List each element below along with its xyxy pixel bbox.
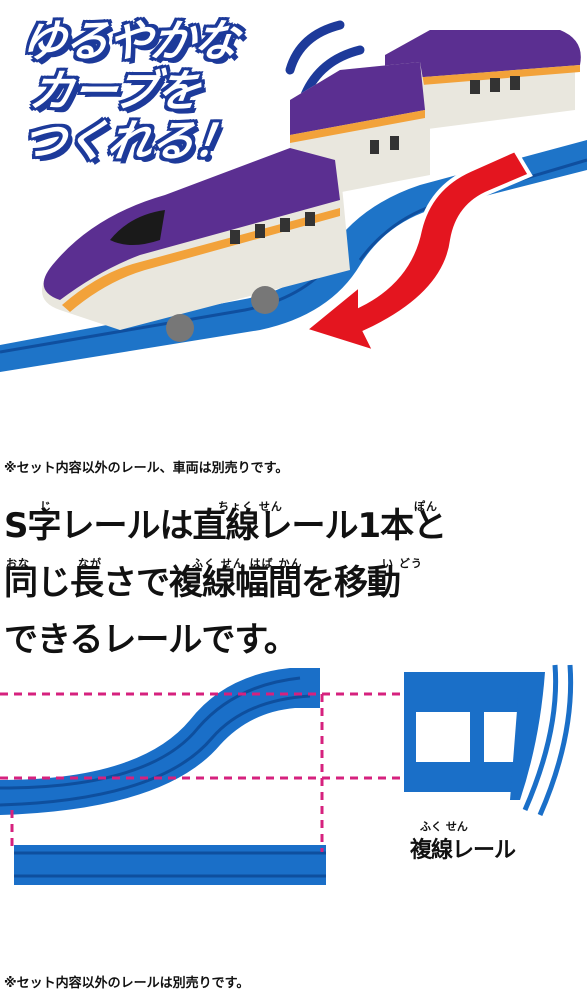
- ruby-naga: なが: [78, 557, 102, 570]
- description-text-1: S字レールは直線レール1本と: [4, 506, 447, 546]
- description-text-2: 同じ長さで複線幅間を移動: [4, 563, 401, 603]
- double-rail-label: 複線レール: [410, 838, 516, 863]
- straight-rail: [14, 845, 326, 885]
- slogan-line-2: カーブを: [26, 66, 204, 117]
- ruby-ona: おな: [6, 557, 30, 570]
- description-line-3: できるレールです。: [4, 604, 584, 661]
- description: じ ちょく せん ぽん S字レールは直線レール1本と おな なが ふく せん は…: [4, 490, 584, 661]
- ruby-ji: じ: [40, 500, 52, 513]
- description-line-1: じ ちょく せん ぽん S字レールは直線レール1本と: [4, 490, 584, 547]
- dashed-guides: [0, 692, 420, 852]
- slogan-line-1: ゆるやかな: [18, 16, 241, 67]
- description-line-2: おな なが ふく せん はば かん い どう 同じ長さで複線幅間を移動: [4, 547, 584, 604]
- train-on-rail-illustration: [0, 20, 587, 372]
- note-bottom: ※セット内容以外のレールは別売りです。: [4, 976, 250, 991]
- ruby-fukusen-habakan: ふく せん はば かん: [192, 557, 303, 570]
- s-curve-rail: [0, 668, 320, 815]
- double-rail: [404, 664, 574, 817]
- rail-diagram: [0, 660, 587, 910]
- slogan-line-3: つくれる！: [18, 116, 241, 167]
- note-top: ※セット内容以外のレール、車両は別売りです。: [4, 461, 289, 476]
- red-curve-arrow: [300, 147, 533, 356]
- ruby-idou: い どう: [382, 557, 423, 570]
- ruby-chokusen: ちょく せん: [218, 500, 283, 513]
- double-rail-ruby: ふく せん: [420, 820, 468, 833]
- product-photo: ゆるやかな カーブを つくれる！: [0, 0, 587, 372]
- description-text-3: できるレールです。: [4, 620, 298, 660]
- rail-diagram-svg: [0, 664, 574, 885]
- ruby-pon: ぽん: [414, 500, 438, 513]
- train-rear-car: [385, 30, 581, 130]
- train-front-car: [42, 148, 350, 342]
